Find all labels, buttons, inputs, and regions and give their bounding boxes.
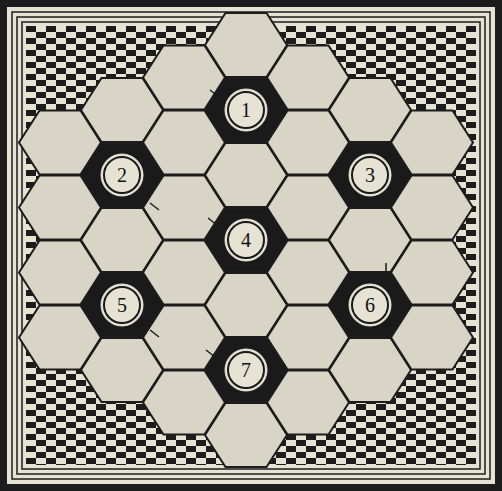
spot-number: 2 (100, 153, 144, 197)
numbered-spot: 1 (224, 88, 268, 132)
numbered-spot: 7 (224, 348, 268, 392)
hex-grid (19, 13, 473, 467)
tick-mark (210, 90, 219, 97)
hex-cell (391, 111, 473, 175)
frame-line (17, 17, 485, 474)
numbered-spot: 5 (100, 283, 144, 327)
hex-cell (391, 176, 473, 240)
spot-ring (225, 219, 267, 261)
spot-ring (225, 89, 267, 131)
tick-mark (206, 350, 215, 357)
tick-mark (208, 218, 217, 225)
frame-ground (7, 7, 495, 484)
spot-number: 5 (100, 283, 144, 327)
tick-mark (150, 203, 159, 210)
numbered-spot: 2 (100, 153, 144, 197)
spot-number: 4 (224, 218, 268, 262)
checker-corners (26, 26, 476, 465)
spot-number: 6 (348, 283, 392, 327)
spot-number: 1 (224, 88, 268, 132)
spot-number: 7 (224, 348, 268, 392)
numbered-spot: 4 (224, 218, 268, 262)
tick-mark (385, 263, 387, 275)
numbered-spot: 6 (348, 283, 392, 327)
frame-line (12, 12, 490, 479)
spot-ring (349, 154, 391, 196)
frame-line (22, 22, 480, 469)
tick-mark (342, 152, 351, 159)
tick-mark (150, 330, 159, 337)
spot-ring (349, 284, 391, 326)
spot-ring (225, 349, 267, 391)
numbered-spot: 3 (348, 153, 392, 197)
hex-cell (391, 241, 473, 305)
spot-ring (101, 154, 143, 196)
spot-ring (101, 284, 143, 326)
hex-cell (391, 306, 473, 370)
spot-number: 3 (348, 153, 392, 197)
tick-marks (150, 90, 386, 357)
